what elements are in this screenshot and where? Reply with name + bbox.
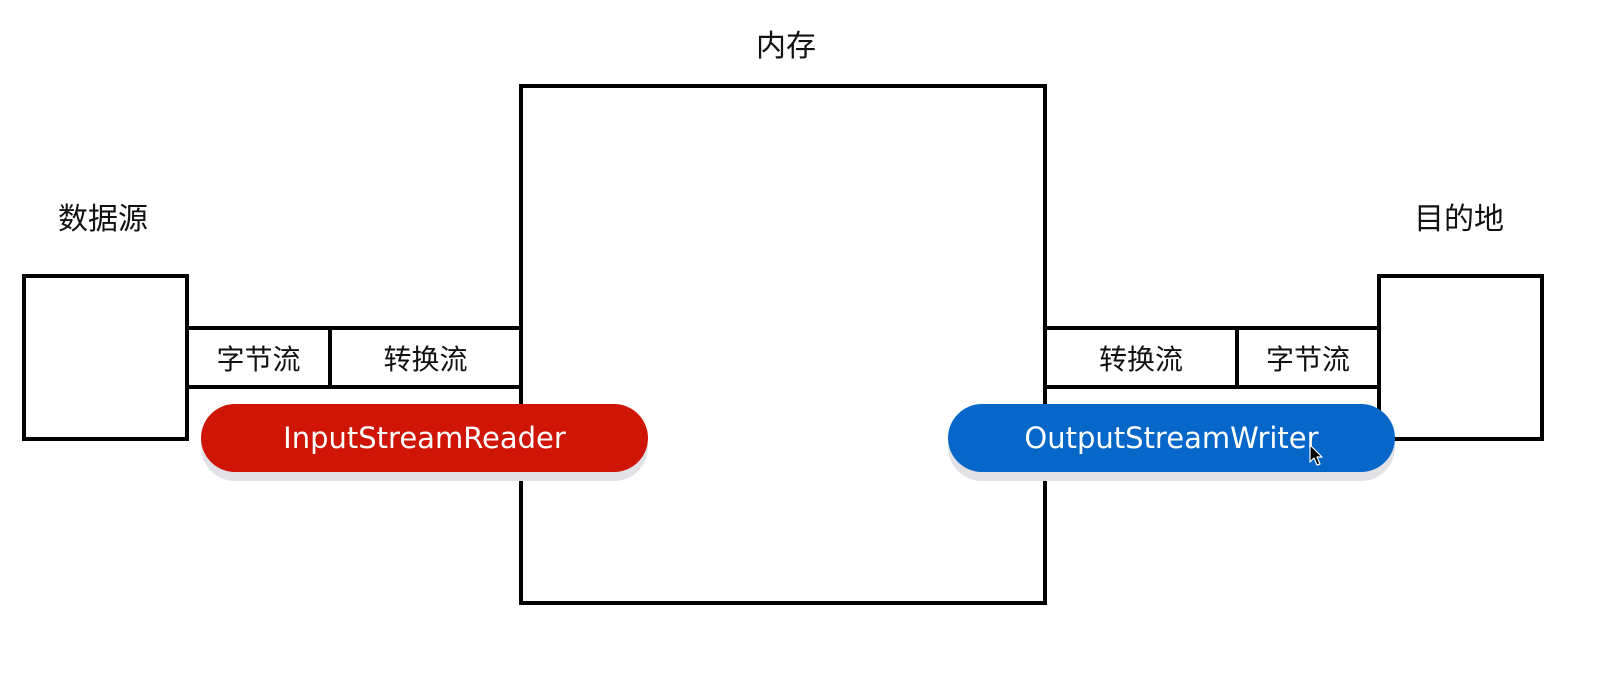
input-stream-reader-label: InputStreamReader xyxy=(283,421,566,455)
mouse-pointer-icon xyxy=(1309,444,1323,466)
data-source-label: 数据源 xyxy=(58,202,148,237)
output-convert-stream-cell: 转换流 xyxy=(1043,326,1239,389)
output-stream-writer-label: OutputStreamWriter xyxy=(1024,421,1319,455)
input-stream-reader-pill[interactable]: InputStreamReader xyxy=(201,404,648,472)
output-byte-stream-label: 字节流 xyxy=(1265,342,1350,376)
data-source-box xyxy=(22,274,189,441)
input-byte-stream-label: 字节流 xyxy=(216,342,301,376)
output-stream-writer-pill[interactable]: OutputStreamWriter xyxy=(948,404,1395,472)
input-byte-stream-cell: 字节流 xyxy=(185,326,332,389)
output-convert-stream-label: 转换流 xyxy=(1098,342,1183,376)
input-convert-stream-label: 转换流 xyxy=(383,342,468,376)
memory-label: 内存 xyxy=(756,29,816,64)
destination-box xyxy=(1377,274,1544,441)
destination-label: 目的地 xyxy=(1414,202,1504,237)
input-convert-stream-cell: 转换流 xyxy=(328,326,523,389)
output-byte-stream-cell: 字节流 xyxy=(1235,326,1381,389)
memory-box xyxy=(519,84,1047,605)
